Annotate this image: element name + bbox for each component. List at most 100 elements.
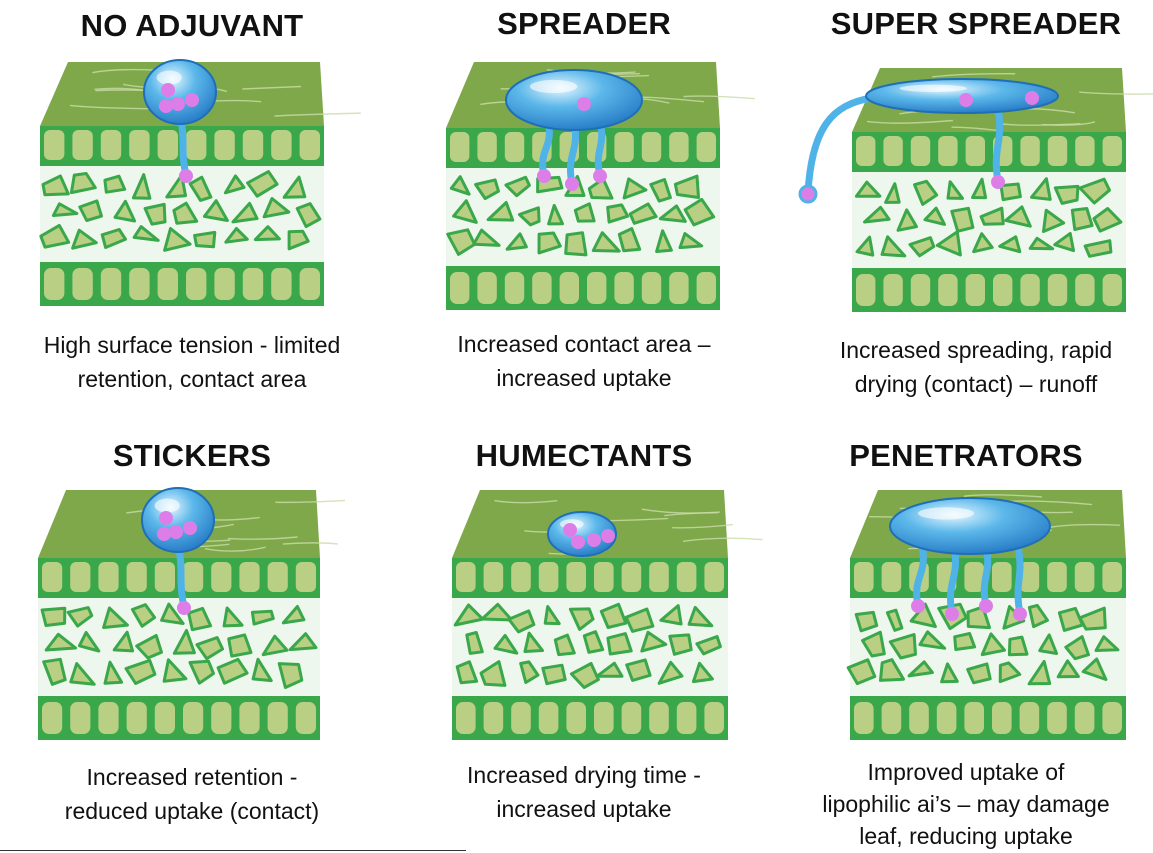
epidermis-cell bbox=[299, 130, 320, 160]
epidermis-cell bbox=[621, 562, 642, 592]
leaf-vein bbox=[69, 104, 153, 110]
active-ingredient-dot bbox=[911, 599, 925, 613]
caption-line: lipophilic ai’s – may damage bbox=[822, 791, 1110, 817]
epidermis-cell bbox=[696, 272, 716, 304]
mesophyll-cell bbox=[281, 605, 306, 625]
mesophyll-cell bbox=[855, 235, 875, 257]
active-ingredient-dot bbox=[959, 93, 973, 107]
mesophyll-cell bbox=[295, 202, 322, 229]
active-ingredient-dot bbox=[161, 83, 175, 97]
epidermis-cell bbox=[477, 132, 497, 162]
epidermis-cell bbox=[1074, 562, 1095, 592]
mesophyll-cell bbox=[42, 657, 67, 686]
mesophyll-cell bbox=[591, 231, 621, 253]
mesophyll-cell bbox=[1057, 606, 1085, 632]
epidermis-cell bbox=[239, 702, 260, 734]
epidermis-cell bbox=[964, 562, 984, 592]
epidermis-cell bbox=[649, 562, 669, 592]
epidermis-cell bbox=[566, 562, 586, 592]
uptake-path bbox=[946, 542, 960, 618]
caption-line: Increased drying time - bbox=[467, 762, 701, 788]
active-ingredient-dot bbox=[593, 169, 607, 183]
mesophyll-cell bbox=[250, 609, 275, 626]
mesophyll-cell bbox=[66, 606, 94, 628]
epidermis-cell bbox=[856, 136, 876, 166]
epidermis-cell bbox=[883, 136, 903, 166]
epidermis-cell bbox=[936, 702, 957, 734]
epidermis-cell bbox=[1047, 702, 1067, 734]
epidermis-cell bbox=[267, 562, 288, 592]
mesophyll-cell bbox=[640, 630, 668, 653]
mesophyll-cell bbox=[103, 174, 127, 194]
mesophyll-cell bbox=[587, 177, 614, 200]
mesophyll-cell bbox=[543, 605, 561, 626]
mesophyll-cell bbox=[998, 235, 1022, 254]
leaf-vein bbox=[866, 119, 954, 124]
mesophyll-cell bbox=[130, 603, 157, 628]
epidermis-cell bbox=[511, 562, 531, 592]
mesophyll-cell bbox=[861, 630, 886, 658]
leaf-vein bbox=[1042, 121, 1096, 126]
mesophyll-cell bbox=[683, 197, 716, 227]
epidermis-cell bbox=[566, 702, 586, 734]
leaf-vein bbox=[494, 499, 558, 504]
uptake-path bbox=[594, 117, 606, 180]
mesophyll-cell bbox=[950, 206, 975, 233]
mesophyll-cell bbox=[195, 636, 225, 661]
active-ingredient-dot bbox=[571, 535, 585, 549]
panel-stickers: STICKERS Increased retention - reduced u… bbox=[0, 426, 384, 852]
epidermis-cell bbox=[676, 562, 697, 592]
mesophyll-cell bbox=[695, 635, 722, 656]
mesophyll-cell bbox=[606, 203, 630, 224]
epidermis-cell bbox=[1102, 702, 1122, 734]
epidermis-cell bbox=[239, 562, 260, 592]
leaf-vein bbox=[274, 112, 361, 117]
mesophyll-cell bbox=[188, 175, 213, 202]
mesophyll-cell bbox=[246, 170, 279, 198]
mesophyll-cell bbox=[124, 658, 157, 685]
mesophyll-cell bbox=[202, 199, 229, 222]
mesophyll-cell bbox=[625, 658, 652, 682]
leaf-vein bbox=[204, 546, 266, 552]
caption-line: drying (contact) – runoff bbox=[854, 371, 1098, 397]
epidermis-cell bbox=[504, 272, 525, 304]
epidermis-cell bbox=[70, 702, 91, 734]
epidermis-cell bbox=[965, 136, 985, 166]
mesophyll-cell bbox=[131, 173, 152, 200]
mesophyll-cell bbox=[999, 182, 1022, 202]
epidermis-cell bbox=[267, 702, 288, 734]
leaf-cross-section-illustration bbox=[39, 59, 361, 306]
epidermis-cell bbox=[909, 702, 929, 734]
active-ingredient-dot bbox=[565, 177, 579, 191]
mesophyll-cell bbox=[1042, 208, 1066, 233]
mesophyll-cell bbox=[888, 633, 917, 660]
epidermis-cell bbox=[641, 272, 662, 304]
epidermis-cell bbox=[1074, 702, 1095, 734]
mesophyll-cell bbox=[678, 232, 704, 250]
epidermis-cell bbox=[992, 562, 1012, 592]
epidermis-cell bbox=[129, 268, 150, 300]
mesophyll-cell bbox=[863, 205, 891, 224]
active-ingredient-dot bbox=[587, 533, 601, 547]
active-ingredient-dot bbox=[577, 97, 591, 111]
epidermis-cell bbox=[669, 132, 689, 162]
mesophyll-cell bbox=[687, 605, 714, 628]
mesophyll-cell bbox=[1081, 657, 1108, 681]
uptake-path bbox=[913, 542, 927, 610]
epidermis-cell bbox=[1075, 274, 1095, 306]
runoff-path bbox=[804, 94, 876, 196]
active-ingredient-dot bbox=[159, 511, 173, 525]
droplet bbox=[141, 487, 215, 553]
mesophyll-cell bbox=[980, 632, 1006, 657]
epidermis-cell bbox=[910, 136, 931, 166]
leaf-vein bbox=[641, 508, 720, 514]
mesophyll-cell bbox=[541, 663, 567, 686]
mesophyll-cell bbox=[251, 657, 273, 683]
mesophyll-cell bbox=[1053, 184, 1080, 205]
mesophyll-cell bbox=[282, 175, 307, 199]
epidermis-cell bbox=[72, 268, 93, 300]
mesophyll-cell bbox=[172, 629, 196, 655]
mesophyll-cell bbox=[846, 658, 877, 686]
droplet bbox=[505, 69, 643, 131]
mesophyll-cell bbox=[1064, 635, 1090, 661]
